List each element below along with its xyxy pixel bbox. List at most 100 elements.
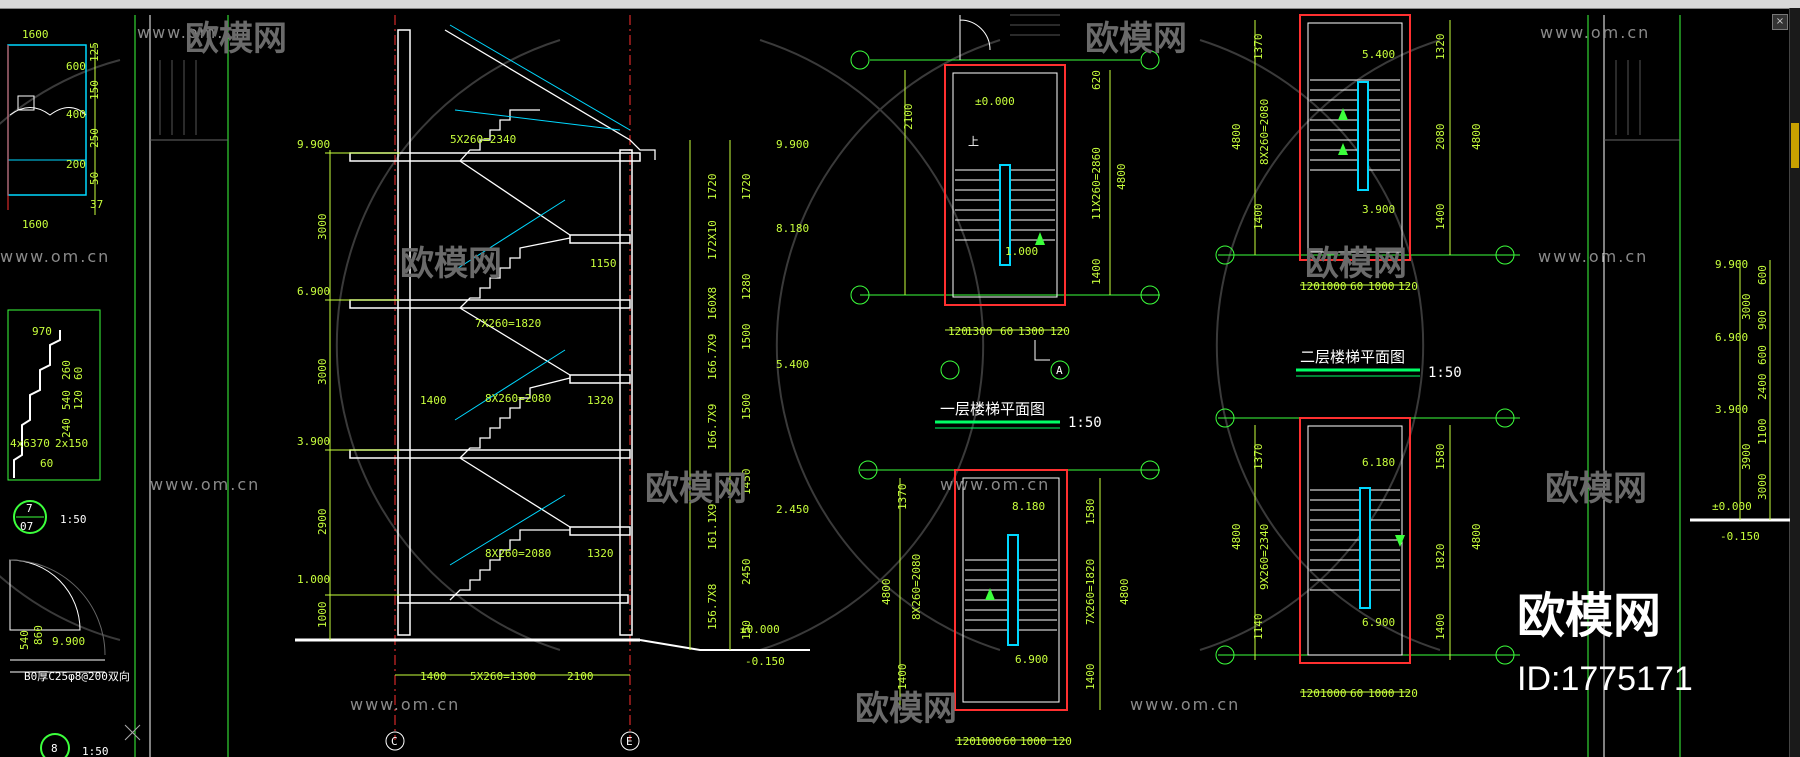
level-9900: 9.900 bbox=[297, 138, 330, 151]
level-text: 3.900 bbox=[1715, 403, 1748, 416]
dim-text: 1400 bbox=[1084, 664, 1097, 691]
dim-text: 120 bbox=[1050, 325, 1070, 338]
dim-text: 1400 bbox=[420, 670, 447, 683]
dim-text: 1370 bbox=[896, 484, 909, 511]
level-text: 2.450 bbox=[776, 503, 809, 516]
dim-text: 37 bbox=[90, 198, 103, 211]
level-3900: 3.900 bbox=[297, 435, 330, 448]
watermark-brand: 欧模网 bbox=[1545, 469, 1647, 509]
level-text: 6.900 bbox=[1362, 616, 1395, 629]
level-text: ±0.000 bbox=[1712, 500, 1752, 513]
dim-text: 970 bbox=[32, 325, 52, 338]
dim-text: 1450 bbox=[740, 469, 753, 496]
level-text: 6.180 bbox=[1362, 456, 1395, 469]
detail-scale: 1:50 bbox=[82, 745, 109, 757]
axis-label: E bbox=[626, 735, 633, 748]
dim-text: 4800 bbox=[1470, 524, 1483, 551]
dim-text: 860 bbox=[32, 625, 45, 645]
dim-text: 3000 bbox=[1740, 294, 1753, 321]
dim-text: 50 bbox=[88, 172, 101, 185]
watermark-url: www.om.cn bbox=[1540, 23, 1650, 42]
plan-fourth-floor: 6.180 6.900 1370 9X260=2340 1140 4800 15… bbox=[1215, 408, 1520, 700]
axis-label: A bbox=[1056, 364, 1063, 377]
dim-text: 160X8 bbox=[706, 287, 719, 320]
window-title-bar bbox=[0, 0, 1800, 9]
detail-scale: 1:50 bbox=[60, 513, 87, 526]
dim-text: 1300 bbox=[966, 325, 993, 338]
dim-text: 1000 bbox=[1368, 280, 1395, 293]
level-text: 8.180 bbox=[776, 222, 809, 235]
dim-text: 156.7X8 bbox=[706, 584, 719, 630]
dim-text: 540 bbox=[60, 390, 73, 410]
landing-dim: 1150 bbox=[590, 257, 617, 270]
dim-text: 120 bbox=[1052, 735, 1072, 748]
detail-sheet: 07 bbox=[20, 520, 33, 533]
plan2-scale: 1:50 bbox=[1428, 365, 1462, 381]
dim-text: 260 bbox=[60, 360, 73, 380]
dim-text: 1370 bbox=[1252, 34, 1265, 61]
axis-bubble-e bbox=[620, 731, 640, 751]
dim-text: 1320 bbox=[1434, 34, 1447, 61]
watermark-brand: 欧模网 bbox=[400, 244, 502, 284]
level-1000: 1.000 bbox=[297, 573, 330, 586]
dim-text: 240 bbox=[60, 418, 73, 438]
dim-text: 2400 bbox=[1756, 374, 1769, 401]
dim-text: 1000 bbox=[1320, 687, 1347, 700]
level-text: 6.900 bbox=[1015, 653, 1048, 666]
watermark-brand: 欧模网 bbox=[855, 689, 957, 729]
plan-third-floor: 8.180 6.900 1370 8X260=2080 1400 4800 15… bbox=[858, 460, 1160, 748]
level-6900: 6.900 bbox=[297, 285, 330, 298]
watermark-brand: 欧模网 bbox=[645, 469, 747, 509]
dim-text: 900 bbox=[1756, 310, 1769, 330]
dim-text: 200 bbox=[66, 158, 86, 171]
vertical-scrollbar[interactable] bbox=[1789, 8, 1800, 757]
dim-text: 60 bbox=[1003, 735, 1016, 748]
dim-text: 1400 bbox=[896, 664, 909, 691]
dim-text: 600 bbox=[1756, 345, 1769, 365]
level-text: ±0.000 bbox=[975, 95, 1015, 108]
dim-text: 1500 bbox=[740, 324, 753, 351]
close-icon[interactable]: × bbox=[1772, 14, 1788, 30]
dim-left-1600-top: 1600 bbox=[22, 28, 49, 41]
dim-text: 600 bbox=[66, 60, 86, 73]
level-text: 1.000 bbox=[1005, 245, 1038, 258]
dim-text: 1280 bbox=[740, 274, 753, 301]
flight-dim: 8X260=2080 bbox=[485, 392, 551, 405]
dim-text: 1400 bbox=[1434, 614, 1447, 641]
level-text: 9.900 bbox=[1715, 258, 1748, 271]
dim-text: 1000 bbox=[975, 735, 1002, 748]
scrollbar-thumb[interactable] bbox=[1791, 123, 1799, 168]
dim-text: 1000 bbox=[316, 602, 329, 629]
level-text: 6.900 bbox=[1715, 331, 1748, 344]
detail-callout-7 bbox=[13, 500, 47, 534]
watermark-brand: 欧模网 bbox=[185, 19, 287, 59]
dim-text: 120 bbox=[948, 325, 968, 338]
level-text: 9.900 bbox=[52, 635, 85, 648]
dim-text: 4800 bbox=[1230, 124, 1243, 151]
dim-text: 4800 bbox=[880, 579, 893, 606]
level-text: ±0.000 bbox=[740, 623, 780, 636]
up-arrow-icon bbox=[1035, 232, 1045, 245]
level-text: 5.400 bbox=[776, 358, 809, 371]
level-text: 3.900 bbox=[1362, 203, 1395, 216]
dim-text: 1580 bbox=[1084, 499, 1097, 526]
flight-dim: 7X260=1820 bbox=[475, 317, 541, 330]
dim-text: 1100 bbox=[1756, 419, 1769, 446]
dim-text: 172X10 bbox=[706, 220, 719, 260]
dim-text: 4800 bbox=[1230, 524, 1243, 551]
dim-text: 370 bbox=[30, 437, 50, 450]
dim-text: 1820 bbox=[1434, 544, 1447, 571]
dim-text: 1720 bbox=[706, 174, 719, 201]
dim-text: 400 bbox=[66, 108, 86, 121]
watermark-url: www.om.cn bbox=[350, 695, 460, 714]
flight-dim: 5X260=2340 bbox=[450, 133, 516, 146]
dim-text: 120 bbox=[956, 735, 976, 748]
level-text: 8.180 bbox=[1012, 500, 1045, 513]
detail-number: 8 bbox=[51, 742, 58, 755]
dim-text: 1600 bbox=[22, 218, 49, 231]
dim-text: 620 bbox=[1090, 70, 1103, 90]
arrow-icon bbox=[1338, 108, 1348, 120]
left-detail-panel: 1600 600 400 200 37 1600 125 150 250 50 … bbox=[7, 15, 229, 757]
dim-text: 4800 bbox=[1118, 579, 1131, 606]
